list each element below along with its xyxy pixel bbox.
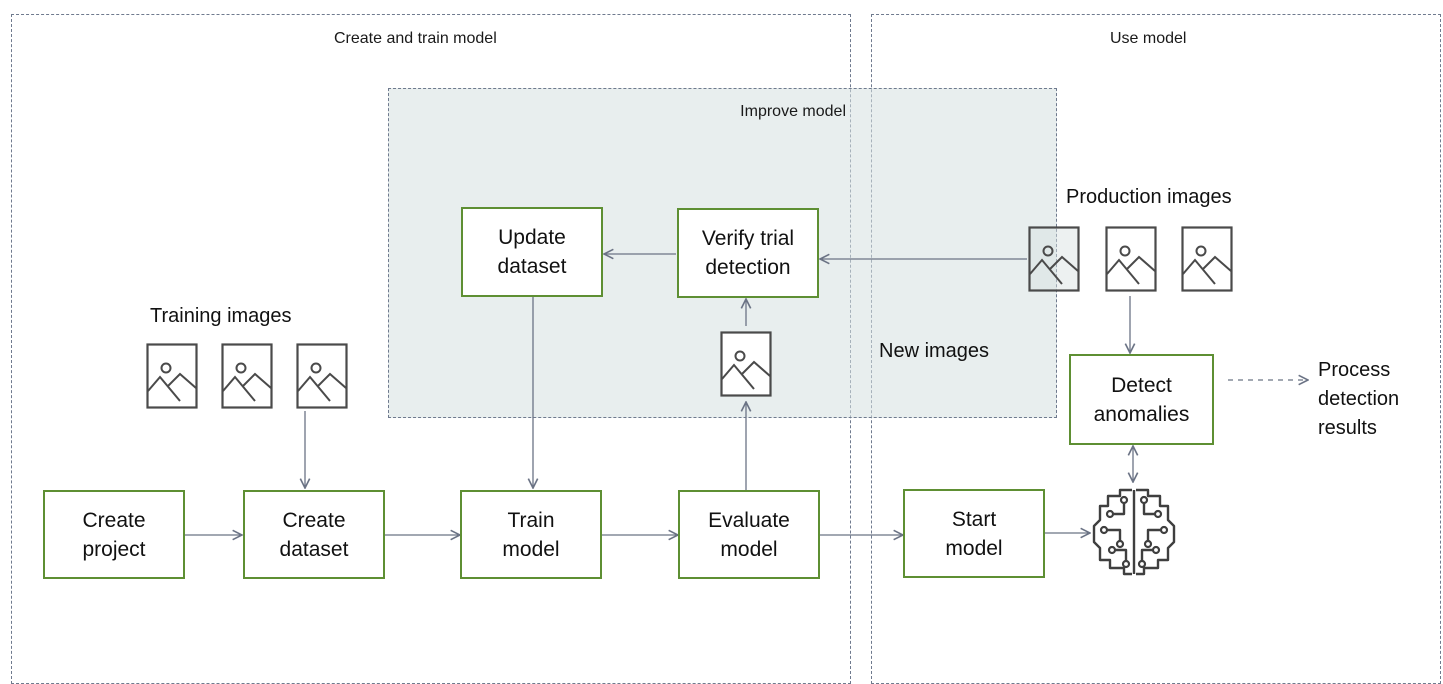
training-image-icon-3 <box>296 343 348 409</box>
production-images-label: Production images <box>1066 186 1232 208</box>
use-model-title: Use model <box>1110 30 1187 47</box>
evaluate-model-box[interactable]: Evaluate model <box>678 490 820 579</box>
create-project-line1: Create <box>82 508 146 532</box>
training-images-label: Training images <box>150 305 292 327</box>
start-model-line2: model <box>945 536 1003 560</box>
detect-anomalies-box[interactable]: Detect anomalies <box>1069 354 1214 445</box>
production-image-icon-2 <box>1105 226 1157 292</box>
process-results-line3: results <box>1318 417 1377 439</box>
process-detection-results-label: Process detection results <box>1318 356 1399 443</box>
create-project-box[interactable]: Create project <box>43 490 185 579</box>
detect-anomalies-line2: anomalies <box>1093 402 1190 426</box>
production-image-icon-1 <box>1028 226 1080 292</box>
update-dataset-line1: Update <box>498 226 566 249</box>
detect-anomalies-line1: Detect <box>1111 373 1172 397</box>
create-project-line2: project <box>82 537 146 561</box>
process-results-line2: detection <box>1318 388 1400 410</box>
create-train-title: Create and train model <box>334 30 497 47</box>
start-model-line1: Start <box>951 507 997 531</box>
verify-trial-line1: Verify trial <box>701 227 795 250</box>
train-model-line1: Train <box>507 508 555 532</box>
brain-circuit-icon <box>1092 488 1176 576</box>
process-results-line1: Process <box>1318 359 1391 381</box>
create-dataset-box[interactable]: Create dataset <box>243 490 385 579</box>
new-images-label: New images <box>879 340 990 362</box>
evaluate-model-line1: Evaluate <box>708 508 790 532</box>
evaluate-model-line2: model <box>720 537 778 561</box>
create-dataset-line1: Create <box>282 508 346 532</box>
training-image-icon-1 <box>146 343 198 409</box>
production-image-icon-3 <box>1181 226 1233 292</box>
improve-model-title: Improve model <box>740 103 846 120</box>
train-model-box[interactable]: Train model <box>460 490 602 579</box>
training-image-icon-2 <box>221 343 273 409</box>
update-dataset-box[interactable]: Update dataset <box>461 207 603 297</box>
verify-trial-detection-box[interactable]: Verify trial detection <box>677 208 819 298</box>
create-dataset-line2: dataset <box>279 537 349 561</box>
verify-trial-line2: detection <box>705 256 791 279</box>
start-model-box[interactable]: Start model <box>903 489 1045 578</box>
update-dataset-line2: dataset <box>497 255 567 278</box>
train-model-line2: model <box>502 537 560 561</box>
new-image-icon <box>720 331 772 397</box>
